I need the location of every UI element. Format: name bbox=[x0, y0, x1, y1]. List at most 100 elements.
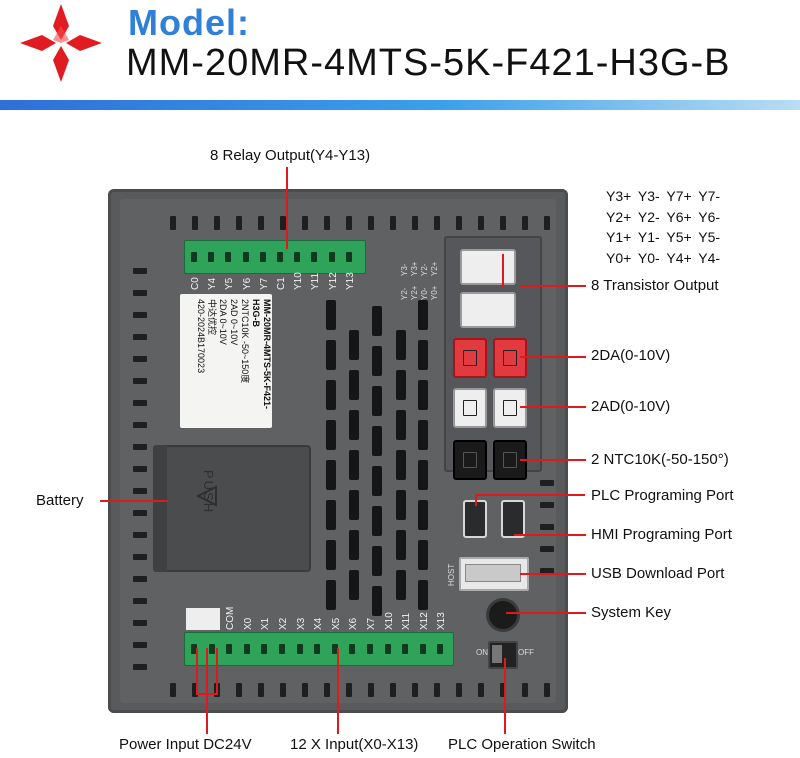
top-vent-slot bbox=[302, 216, 308, 230]
bottom-vent-slot bbox=[500, 683, 506, 697]
plc-operation-switch[interactable] bbox=[488, 641, 518, 669]
battery-push-label: PUSH bbox=[201, 470, 216, 515]
relay-pin-label: Y12 bbox=[327, 272, 339, 290]
relay-pin-label: C0 bbox=[190, 277, 201, 290]
bottom-vent-slot bbox=[236, 683, 242, 697]
input-pin-label: X3 bbox=[295, 617, 307, 630]
top-vent-slot bbox=[544, 216, 550, 230]
plc-port-callout-line bbox=[475, 494, 585, 496]
connector-pin-label: Y3- bbox=[400, 263, 409, 276]
bottom-vent-slot bbox=[302, 683, 308, 697]
ntc-callout-line bbox=[520, 459, 586, 461]
vent-slot bbox=[349, 530, 359, 560]
relay-pin-label: Y10 bbox=[293, 272, 305, 290]
terminal-screw bbox=[402, 644, 409, 654]
terminal-screw bbox=[277, 252, 283, 262]
connector-pin-label: Y2- bbox=[420, 263, 429, 276]
left-vent-slot bbox=[133, 532, 147, 538]
vent-slot bbox=[372, 346, 382, 376]
da-connector-1[interactable] bbox=[453, 338, 487, 378]
relay-pin-label: Y11 bbox=[310, 272, 322, 290]
terminal-screw bbox=[208, 644, 215, 654]
sticker-line-5: 中达优控 bbox=[207, 299, 217, 336]
left-vent-slot bbox=[133, 422, 147, 428]
model-number: MM-20MR-4MTS-5K-F421-H3G-B bbox=[126, 42, 731, 84]
terminal-screw bbox=[225, 252, 232, 262]
brand-logo-icon bbox=[20, 4, 102, 82]
usb-callout-line bbox=[520, 573, 586, 575]
ntc-label: 2 NTC10K(-50-150°) bbox=[591, 451, 729, 468]
ntc-connector-1[interactable] bbox=[453, 440, 487, 480]
input-pin-label: X0 bbox=[242, 617, 254, 630]
terminal-screw bbox=[226, 644, 233, 654]
top-vent-slot bbox=[390, 216, 396, 230]
switch-off-label: OFF bbox=[518, 648, 534, 657]
sticker-line-4: 2DA 0~10V bbox=[218, 299, 228, 345]
terminal-screw bbox=[384, 644, 391, 654]
right-vent-slot bbox=[540, 480, 554, 486]
input-pin-label: X10 bbox=[383, 612, 395, 630]
left-vent-slot bbox=[133, 334, 147, 340]
vent-slot bbox=[372, 466, 382, 496]
connector-pin-label: Y2+ bbox=[430, 261, 439, 276]
bottom-vent-slot bbox=[258, 683, 264, 697]
terminal-screw bbox=[208, 252, 215, 262]
right-vent-slot bbox=[540, 502, 554, 508]
vent-slot bbox=[349, 330, 359, 360]
vent-slot bbox=[396, 370, 406, 400]
left-vent-slot bbox=[133, 510, 147, 516]
vent-slot bbox=[349, 410, 359, 440]
model-label: Model: bbox=[128, 2, 250, 43]
top-vent-slot bbox=[258, 216, 264, 230]
sticker-line-3: 2AD 0~10V bbox=[229, 299, 239, 346]
top-vent-slot bbox=[478, 216, 484, 230]
vent-slot bbox=[326, 420, 336, 450]
top-vent-slot bbox=[192, 216, 198, 230]
left-vent-slot bbox=[133, 268, 147, 274]
transistor-pin-legend: Y3+ Y3- Y7+ Y7- Y2+ Y2- Y6+ Y6- Y1+ Y1- … bbox=[606, 186, 720, 268]
system-key-button[interactable] bbox=[486, 598, 520, 632]
left-vent-slot bbox=[133, 444, 147, 450]
battery-tab bbox=[153, 445, 167, 572]
input-pin-label: X6 bbox=[348, 617, 360, 630]
connector-pin-label: Y0+ bbox=[430, 285, 439, 300]
switch-knob[interactable] bbox=[492, 645, 502, 663]
bottom-vent-slot bbox=[522, 683, 528, 697]
x-input-label: 12 X Input(X0-X13) bbox=[290, 736, 419, 753]
power-input-label: Power Input DC24V bbox=[119, 736, 252, 753]
hmi-programming-port[interactable] bbox=[501, 500, 525, 538]
transistor-connector-1[interactable] bbox=[460, 249, 516, 285]
vent-slot bbox=[396, 530, 406, 560]
transistor-callout-line bbox=[520, 285, 586, 287]
relay-callout-line bbox=[286, 167, 288, 249]
input-pin-label: X4 bbox=[313, 617, 325, 630]
ad-connector-1[interactable] bbox=[453, 388, 487, 428]
input-pin-label: COM bbox=[225, 606, 237, 630]
bottom-vent-slot bbox=[478, 683, 484, 697]
vent-slot bbox=[349, 450, 359, 480]
left-vent-slot bbox=[133, 576, 147, 582]
top-vent-slot bbox=[324, 216, 330, 230]
relay-pin-label: Y7 bbox=[258, 277, 270, 290]
connector-pin-label: Y3+ bbox=[410, 261, 419, 276]
left-vent-slot bbox=[133, 378, 147, 384]
plc-programming-port[interactable] bbox=[463, 500, 487, 538]
transistor-connector-2[interactable] bbox=[460, 292, 516, 328]
battery-cover[interactable] bbox=[153, 445, 311, 572]
terminal-screw bbox=[419, 644, 426, 654]
power-label-plate bbox=[186, 608, 220, 630]
vent-slot bbox=[372, 546, 382, 576]
ad-connector-2[interactable] bbox=[493, 388, 527, 428]
top-vent-slot bbox=[236, 216, 242, 230]
terminal-screw bbox=[296, 644, 303, 654]
power-callout-bracket bbox=[196, 693, 218, 695]
plc-port-label: PLC Programing Port bbox=[591, 487, 734, 504]
vent-slot bbox=[418, 500, 428, 530]
terminal-screw bbox=[242, 252, 249, 262]
top-vent-slot bbox=[170, 216, 176, 230]
terminal-screw bbox=[261, 644, 268, 654]
da-connector-2[interactable] bbox=[493, 338, 527, 378]
vent-slot bbox=[396, 330, 406, 360]
vent-slot bbox=[372, 586, 382, 616]
input-pin-label: X7 bbox=[366, 617, 377, 630]
